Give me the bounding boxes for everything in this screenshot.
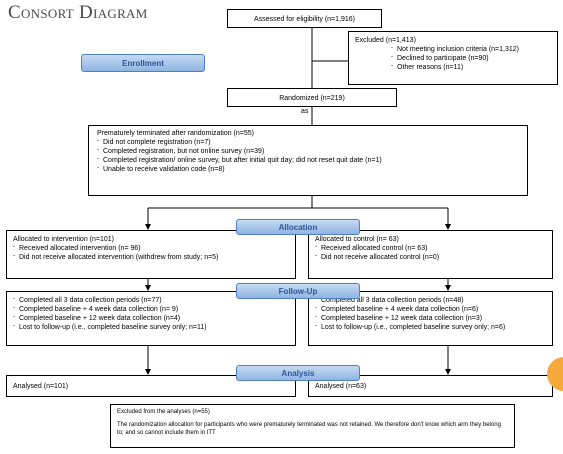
eligibility-text: Assessed for eligibility (n=1,916) <box>254 16 355 23</box>
intervention-allocation-box: Allocated to intervention (n=101) Receiv… <box>6 230 296 279</box>
phase-enrollment-label: Enrollment <box>122 59 164 68</box>
followup-item: Completed all 3 data collection periods … <box>315 296 546 305</box>
control-followup-box: Completed all 3 data collection periods … <box>308 291 553 346</box>
terminated-heading: Prematurely terminated after randomizati… <box>97 130 254 137</box>
terminated-item: Completed registration, but not online s… <box>97 147 519 156</box>
excluded-analyses-text: The randomization allocation for partici… <box>117 422 501 437</box>
analysed-intervention-text: Analysed (n=101) <box>13 383 69 390</box>
phase-allocation-label: Allocation <box>278 223 318 232</box>
excluded-heading: Excluded (n=1,413) <box>355 37 416 44</box>
decorative-circle <box>547 357 563 391</box>
intervention-item: Did not receive allocated intervention (… <box>13 253 289 262</box>
phase-allocation: Allocation <box>236 219 360 235</box>
control-item: Did not receive allocated control (n=0) <box>315 253 546 262</box>
excluded-analyses-box: Excluded from the analyses (n=55) The ra… <box>110 404 515 448</box>
terminated-box: Prematurely terminated after randomizati… <box>88 125 528 196</box>
excluded-item: Not meeting inclusion criteria (n=1,312) <box>391 45 551 54</box>
terminated-item: Did not complete registration (n=7) <box>97 138 519 147</box>
randomized-box: Randomized (n=219) <box>227 88 397 107</box>
followup-item: Completed baseline + 4 week data collect… <box>13 305 289 314</box>
followup-item: Lost to follow-up (i.e., completed basel… <box>13 323 289 332</box>
intervention-item: Received allocated intervention (n= 96) <box>13 244 289 253</box>
eligibility-box: Assessed for eligibility (n=1,916) <box>227 9 382 28</box>
phase-enrollment: Enrollment <box>81 54 205 72</box>
excluded-item: Other reasons (n=11) <box>391 63 551 72</box>
followup-item: Completed all 3 data collection periods … <box>13 296 289 305</box>
phase-analysis-label: Analysis <box>281 369 315 378</box>
intervention-followup-box: Completed all 3 data collection periods … <box>6 291 296 346</box>
control-allocation-box: Allocated to control (n= 63) Received al… <box>308 230 553 279</box>
excluded-analyses-heading: Excluded from the analyses (n=55) <box>117 409 210 415</box>
followup-item: Completed baseline + 12 week data collec… <box>315 314 546 323</box>
phase-followup: Follow-Up <box>236 283 360 299</box>
phase-analysis: Analysis <box>236 365 360 381</box>
terminated-item: Unable to receive validation code (n=8) <box>97 165 519 174</box>
terminated-item: Completed registration/ online survey, b… <box>97 156 519 165</box>
phase-followup-label: Follow-Up <box>278 287 318 296</box>
diagram-title: Consort Diagram <box>8 2 148 23</box>
randomized-text: Randomized (n=219) <box>279 95 345 102</box>
intervention-analysed-box: Analysed (n=101) <box>6 375 296 397</box>
analysed-control-text: Analysed (n=63) <box>315 383 367 390</box>
control-item: Received allocated control (n= 63) <box>315 244 546 253</box>
intervention-heading: Allocated to intervention (n=101) <box>13 236 114 243</box>
followup-item: Completed baseline + 4 week data collect… <box>315 305 546 314</box>
control-heading: Allocated to control (n= 63) <box>315 236 399 243</box>
followup-item: Lost to follow-up (i.e., completed basel… <box>315 323 546 332</box>
excluded-box: Excluded (n=1,413) Not meeting inclusion… <box>348 31 558 85</box>
stray-label: as <box>301 108 309 115</box>
excluded-item: Declined to participate (n=90) <box>391 54 551 63</box>
followup-item: Completed baseline + 12 week data collec… <box>13 314 289 323</box>
